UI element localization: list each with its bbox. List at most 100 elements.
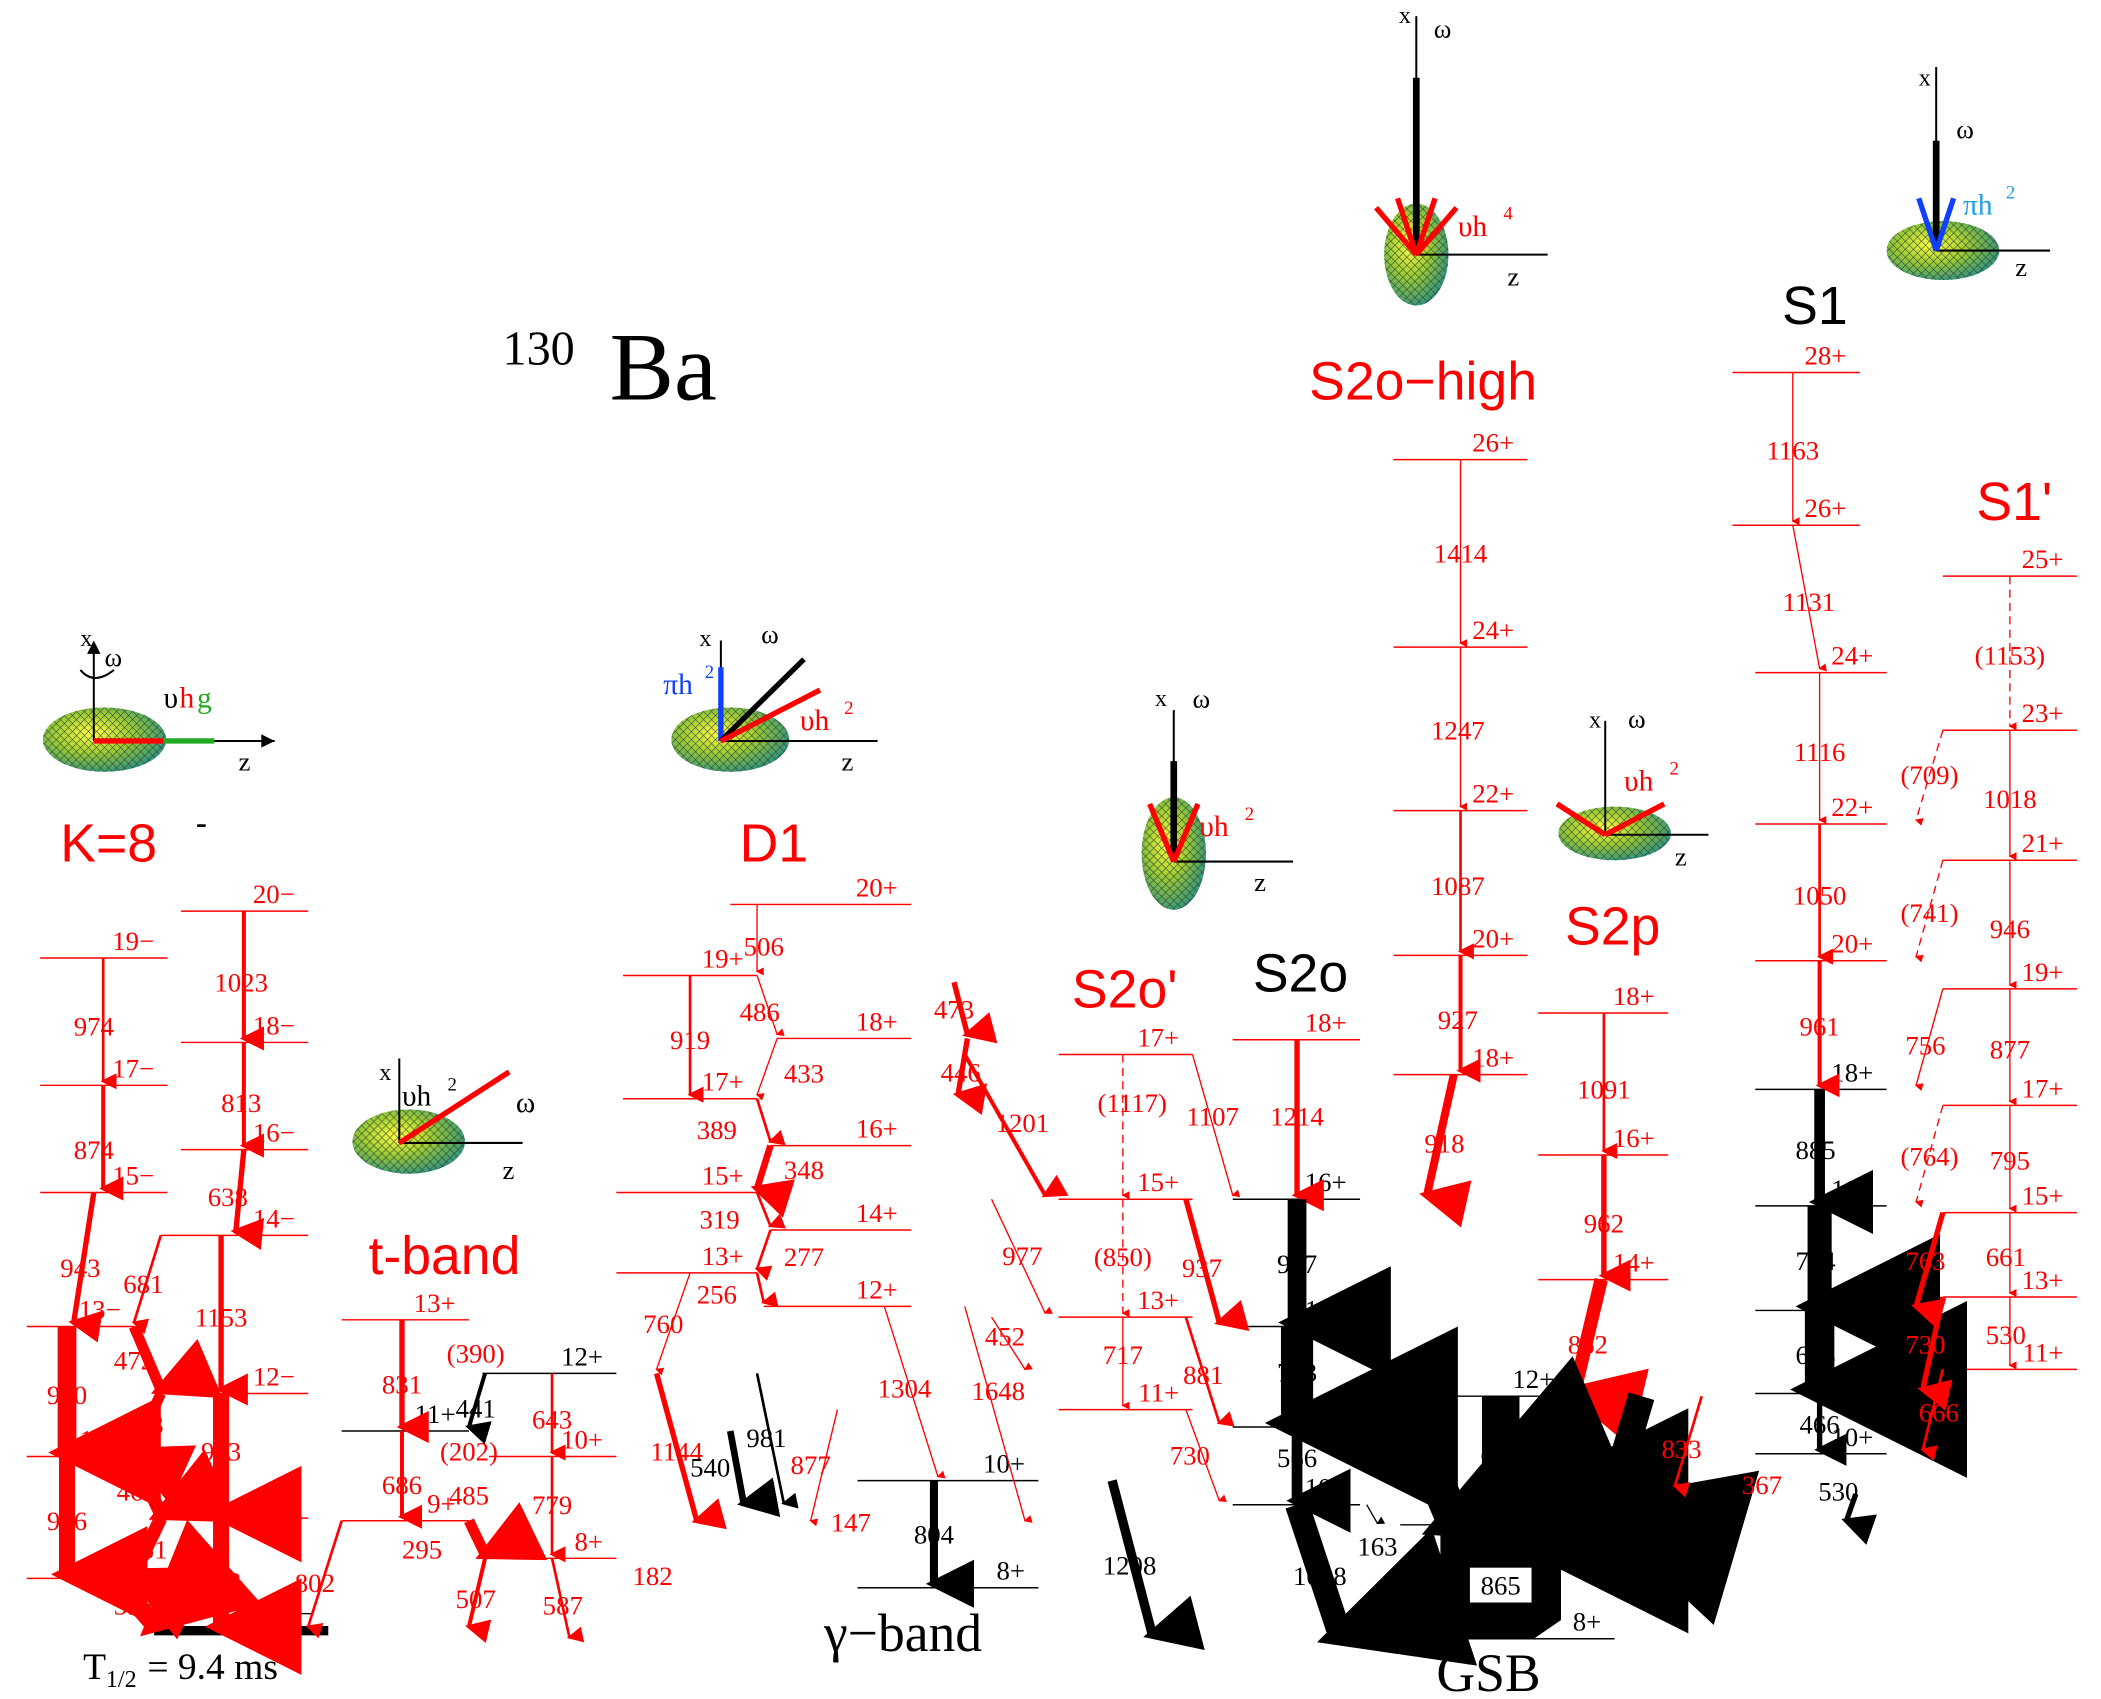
gamma-transition-arrow bbox=[127, 1449, 239, 1523]
band-label-s1: S1 bbox=[1782, 276, 1848, 336]
transition-energy-label: (1153) bbox=[1975, 641, 2045, 671]
transition-energy-label: 763 bbox=[1905, 1246, 1945, 1276]
band-label-k8-superscript: - bbox=[196, 804, 208, 843]
spin-label: 13+ bbox=[702, 1241, 744, 1271]
svg-text:ω: ω bbox=[1628, 704, 1646, 734]
spin-label: 20+ bbox=[1472, 923, 1514, 953]
gamma-transition-arrow bbox=[465, 1372, 492, 1445]
transition-energy-label: 918 bbox=[1424, 1128, 1464, 1158]
transition-energy-label: 963 bbox=[1481, 1445, 1521, 1475]
transition-energy-label: (764) bbox=[1900, 1142, 1958, 1172]
gamma-transition-arrow bbox=[1914, 1105, 1944, 1208]
svg-text:z: z bbox=[1675, 842, 1687, 872]
transition-energy-labels: 1023974813874638943681115347299051898346… bbox=[47, 436, 2045, 1621]
svg-text:z: z bbox=[1254, 867, 1266, 897]
band-label-s2o-prime: S2o' bbox=[1072, 960, 1178, 1020]
gamma-transition-arrow bbox=[809, 1409, 839, 1527]
transition-energy-label: 1116 bbox=[1794, 737, 1846, 767]
gamma-transition-arrow bbox=[129, 1324, 223, 1399]
energy-levels: 20−19−18−17−16−15−14−13−12−11−10−9−8−13+… bbox=[26, 340, 2077, 1640]
gamma-transition-arrow bbox=[750, 1144, 796, 1218]
spin-label: 20− bbox=[253, 879, 295, 909]
gamma-transition-arrow bbox=[1582, 1392, 1760, 1626]
spin-label: 16+ bbox=[1613, 1123, 1655, 1153]
transition-energy-label: 256 bbox=[697, 1280, 737, 1310]
spin-label: 16− bbox=[253, 1118, 295, 1148]
transition-energy-label: (390) bbox=[447, 1339, 505, 1369]
transition-energy-label: 937 bbox=[1182, 1253, 1222, 1283]
transition-energy-label: (202) bbox=[440, 1436, 498, 1466]
svg-text:ω: ω bbox=[105, 642, 123, 672]
svg-text:υh: υh bbox=[1199, 811, 1229, 843]
spin-label: 20+ bbox=[856, 872, 898, 902]
svg-text:υh: υh bbox=[800, 705, 830, 737]
half-life-subscript: 1/2 bbox=[106, 1667, 137, 1693]
spin-label: 18− bbox=[253, 1010, 295, 1040]
transition-energy-label: 990 bbox=[47, 1380, 87, 1410]
transition-energy-label: 983 bbox=[201, 1436, 241, 1466]
transition-energy-label: (850) bbox=[1094, 1242, 1152, 1272]
transition-energy-label: 465 bbox=[117, 1477, 157, 1507]
transition-energy-label: 681 bbox=[123, 1269, 163, 1299]
transition-energy-label: 877 bbox=[1990, 1035, 2030, 1065]
band-labels: K=8 - t-band D1 S2o' S2o S2o−high S2p S1… bbox=[60, 276, 2052, 1699]
transition-energy-label: (1117) bbox=[1098, 1088, 1167, 1118]
gamma-transition-arrow bbox=[1397, 1356, 1656, 1549]
transition-energy-label: 446 bbox=[941, 1057, 981, 1087]
gamma-transitions bbox=[48, 372, 2017, 1675]
spin-label: 11− bbox=[80, 1424, 121, 1454]
svg-text:υh: υh bbox=[1624, 766, 1654, 798]
band-label-s2o: S2o bbox=[1253, 944, 1348, 1004]
spin-label: 16+ bbox=[856, 1114, 898, 1144]
spin-label: 26+ bbox=[1805, 493, 1847, 523]
svg-text:z: z bbox=[2015, 252, 2027, 282]
gamma-transition-arrow bbox=[1914, 988, 1944, 1091]
transition-energy-label: 865 bbox=[1481, 1570, 1521, 1600]
spin-label: 24+ bbox=[1831, 641, 1873, 671]
svg-text:x: x bbox=[699, 626, 711, 652]
transition-energy-label: 472 bbox=[114, 1345, 154, 1375]
spin-label: 18+ bbox=[1613, 981, 1655, 1011]
svg-text:x: x bbox=[1399, 3, 1411, 29]
transition-energy-label: 943 bbox=[60, 1253, 100, 1283]
gamma-transition-arrow bbox=[550, 1558, 585, 1643]
gamma-transition-arrow bbox=[106, 1519, 262, 1637]
spin-label: 10+ bbox=[561, 1424, 603, 1454]
spin-label: 10+ bbox=[1305, 1473, 1347, 1503]
gamma-transition-arrow bbox=[655, 1272, 691, 1376]
transition-energy-label: 813 bbox=[221, 1088, 261, 1118]
inset-k8: x ω z υ h g bbox=[42, 626, 275, 776]
spin-label: 15− bbox=[112, 1160, 154, 1190]
transition-energy-label: 441 bbox=[456, 1394, 496, 1424]
spin-label: 22+ bbox=[1831, 792, 1873, 822]
transition-energy-label: 452 bbox=[985, 1321, 1025, 1351]
transition-energy-label: 1163 bbox=[1767, 436, 1820, 466]
spin-label: 12− bbox=[253, 1361, 295, 1391]
transition-energy-label: 348 bbox=[784, 1155, 824, 1185]
gamma-transition-arrow bbox=[1914, 860, 1944, 963]
transition-energy-label: 587 bbox=[543, 1591, 583, 1621]
transition-energy-label: 793 bbox=[1277, 1357, 1317, 1387]
spin-label: 11+ bbox=[415, 1399, 456, 1429]
svg-text:z: z bbox=[502, 1155, 514, 1185]
gamma-transition-arrow bbox=[1841, 1493, 1878, 1545]
transition-energy-label: 1023 bbox=[214, 968, 268, 998]
transition-energy-label: 507 bbox=[456, 1584, 496, 1614]
band-label-s2o-high: S2o−high bbox=[1309, 351, 1537, 411]
spin-label: 10+ bbox=[983, 1449, 1025, 1479]
band-label-gsb: GSB bbox=[1436, 1643, 1540, 1699]
svg-text:πh: πh bbox=[663, 669, 693, 701]
gamma-transition-arrow bbox=[1672, 1395, 1703, 1498]
svg-text:z: z bbox=[1507, 261, 1519, 291]
svg-text:ω: ω bbox=[761, 619, 779, 649]
spin-label: 8+ bbox=[997, 1556, 1026, 1586]
transition-energy-label: 730 bbox=[1905, 1329, 1945, 1359]
transition-energy-label: 277 bbox=[784, 1242, 824, 1272]
transition-energy-label: 947 bbox=[1277, 1249, 1317, 1279]
spin-label: 12+ bbox=[561, 1341, 603, 1371]
transition-energy-label: 1018 bbox=[1983, 784, 2037, 814]
spin-label: 12+ bbox=[856, 1274, 898, 1304]
transition-energy-label: 843 bbox=[201, 1566, 241, 1596]
gamma-transition-arrow bbox=[755, 1272, 779, 1308]
